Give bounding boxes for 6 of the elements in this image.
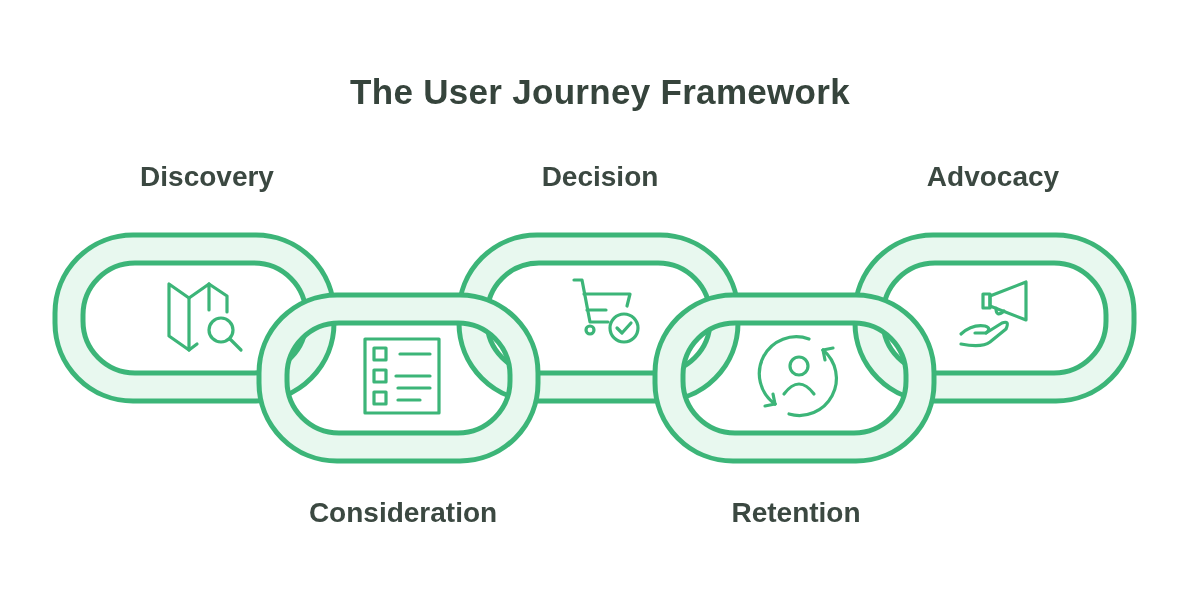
stage-heading: Decision bbox=[541, 160, 659, 194]
stage-heading: Discovery bbox=[140, 160, 274, 194]
stage-heading: Consideration bbox=[308, 496, 498, 530]
stage-heading: Retention bbox=[731, 496, 861, 530]
diagram-title: The User Journey Framework bbox=[350, 72, 850, 112]
stage-heading: Advocacy bbox=[926, 160, 1060, 194]
